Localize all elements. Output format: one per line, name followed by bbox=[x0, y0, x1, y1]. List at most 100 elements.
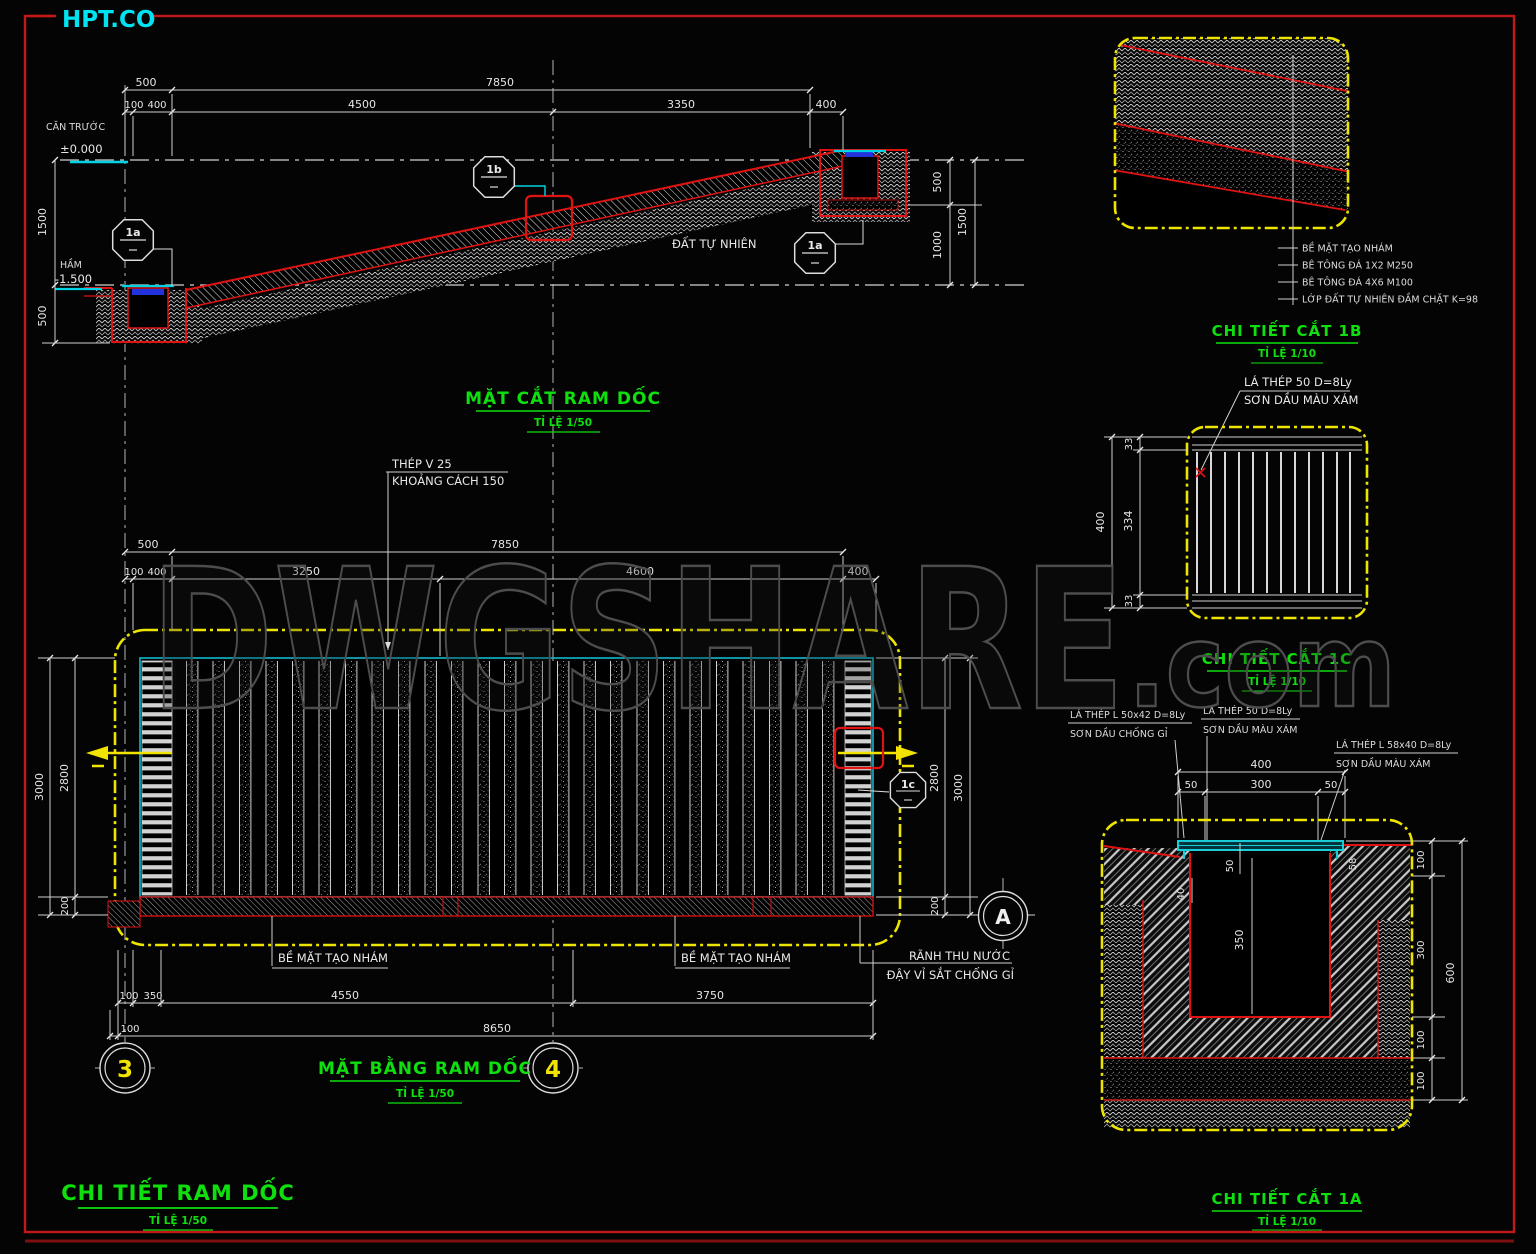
detail-callout-box-1c bbox=[833, 726, 885, 770]
detail-1a-boundary bbox=[1100, 818, 1414, 1132]
svg-text:200: 200 bbox=[930, 896, 941, 915]
svg-text:100: 100 bbox=[124, 567, 143, 578]
svg-text:33: 33 bbox=[1124, 438, 1135, 451]
grid-bubble-A: A bbox=[977, 878, 1029, 955]
left-drain-pit bbox=[84, 284, 187, 343]
drain-label: RÃNH THU NƯỚC ĐẬY VỈ SẮT CHỐNG GỈ bbox=[859, 916, 1015, 982]
grid-label: A bbox=[995, 905, 1011, 929]
grid-lines: 3 4 bbox=[95, 60, 583, 1094]
svg-text:600: 600 bbox=[1444, 963, 1457, 984]
svg-text:100: 100 bbox=[119, 991, 138, 1002]
detail-1c-bars bbox=[1196, 452, 1351, 593]
svg-text:400: 400 bbox=[848, 565, 869, 578]
section-cut-arrow-left bbox=[86, 746, 172, 768]
detail-1a-scale: TỈ LỆ 1/10 bbox=[1258, 1214, 1316, 1228]
svg-text:1c: 1c bbox=[901, 778, 915, 791]
svg-text:500: 500 bbox=[138, 538, 159, 551]
svg-text:33: 33 bbox=[1124, 595, 1135, 608]
section-cut-arrow-right bbox=[838, 746, 918, 768]
svg-text:4600: 4600 bbox=[626, 565, 654, 578]
svg-text:LỚP ĐẤT TỰ NHIÊN ĐẦM CHẶT K=98: LỚP ĐẤT TỰ NHIÊN ĐẦM CHẶT K=98 bbox=[1302, 293, 1478, 306]
plan-dimensions: 500 7850 100 400 3250 4600 400 100 350 4… bbox=[33, 538, 1035, 1040]
svg-text:SƠN DẦU MÀU XÁM: SƠN DẦU MÀU XÁM bbox=[1336, 757, 1431, 770]
section-bubble-1a-right: 1a bbox=[793, 231, 837, 275]
section-scale: TỈ LỆ 1/50 bbox=[534, 415, 592, 429]
svg-text:58: 58 bbox=[1348, 858, 1359, 871]
svg-text:500: 500 bbox=[36, 306, 49, 327]
detail-callout-box-1b bbox=[524, 194, 574, 242]
svg-text:LÁ THÉP L 50x42 D=8Ly: LÁ THÉP L 50x42 D=8Ly bbox=[1070, 709, 1186, 721]
svg-text:BÊ TÔNG ĐÁ 1X2 M250: BÊ TÔNG ĐÁ 1X2 M250 bbox=[1302, 260, 1413, 272]
svg-text:BỀ MẶT TẠO NHÁM: BỀ MẶT TẠO NHÁM bbox=[278, 949, 388, 965]
natural-soil-hatch bbox=[186, 168, 843, 342]
svg-text:400: 400 bbox=[147, 567, 166, 578]
detail-1a: LÁ THÉP L 50x42 D=8Ly SƠN DẦU CHỐNG GỈ L… bbox=[1068, 705, 1468, 1231]
svg-text:1b: 1b bbox=[486, 163, 502, 176]
svg-text:334: 334 bbox=[1122, 511, 1135, 532]
detail-1c: LÁ THÉP 50 D=8Ly SƠN DẦU MÀU XÁM 33 334 … bbox=[1094, 374, 1369, 692]
svg-text:200: 200 bbox=[60, 896, 71, 915]
svg-text:400: 400 bbox=[1094, 512, 1107, 533]
watermark: DWGSHARE .com bbox=[149, 526, 1398, 756]
detail-1b-notes: BỀ MẶT TẠO NHÁM BÊ TÔNG ĐÁ 1X2 M250 BÊ T… bbox=[1278, 242, 1478, 306]
svg-text:300: 300 bbox=[1416, 940, 1427, 959]
svg-text:LÁ THÉP L 58x40 D=8Ly: LÁ THÉP L 58x40 D=8Ly bbox=[1336, 739, 1452, 751]
sheet-border: HPT.CO bbox=[23, 4, 1516, 1243]
svg-text:1a: 1a bbox=[125, 226, 140, 239]
rough-surface-band bbox=[139, 896, 874, 917]
grid-label: 4 bbox=[545, 1057, 561, 1083]
section-view: 1b 1a 1a CĂN TRƯỚC ±0.000 HẦM -1.500 ĐẤT… bbox=[36, 76, 1030, 433]
svg-text:THÉP V 25: THÉP V 25 bbox=[391, 456, 452, 471]
svg-text:40: 40 bbox=[1176, 888, 1187, 901]
plan-bubble-1c: 1c bbox=[889, 771, 927, 809]
svg-text:2800: 2800 bbox=[58, 764, 71, 792]
svg-text:BỀ MẶT TẠO NHÁM: BỀ MẶT TẠO NHÁM bbox=[1302, 242, 1393, 255]
front-level-label: CĂN TRƯỚC bbox=[46, 121, 105, 133]
svg-text:3000: 3000 bbox=[952, 774, 965, 802]
rebar-note: THÉP V 25 KHOẢNG CÁCH 150 bbox=[385, 456, 508, 650]
svg-text:50: 50 bbox=[1225, 860, 1236, 873]
rough-surface-label-2: BỀ MẶT TẠO NHÁM bbox=[674, 916, 791, 969]
natural-soil-label: ĐẤT TỰ NHIÊN bbox=[672, 235, 757, 251]
ramp-slab bbox=[186, 150, 843, 308]
svg-text:SƠN DẦU CHỐNG GỈ: SƠN DẦU CHỐNG GỈ bbox=[1070, 727, 1168, 740]
detail-1a-callout-2: LÁ THÉP 50 D=8Ly SƠN DẦU MÀU XÁM bbox=[1201, 705, 1300, 847]
drain-grate-right bbox=[844, 660, 872, 896]
plan-view: 1c THÉP V 25 KHOẢNG CÁCH 150 BỀ MẶT TẠO … bbox=[33, 456, 1035, 1104]
basement-label: HẦM bbox=[60, 258, 82, 271]
svg-text:3750: 3750 bbox=[696, 989, 724, 1002]
detail-1a-title: CHI TIẾT CẮT 1A bbox=[1212, 1187, 1363, 1208]
detail-1a-right-dims: 100 300 100 100 600 bbox=[1346, 837, 1468, 1104]
svg-text:SƠN DẦU MÀU XÁM: SƠN DẦU MÀU XÁM bbox=[1244, 391, 1358, 407]
svg-text:BỀ MẶT TẠO NHÁM: BỀ MẶT TẠO NHÁM bbox=[681, 949, 791, 965]
detail-1c-callout: LÁ THÉP 50 D=8Ly SƠN DẦU MÀU XÁM bbox=[1200, 374, 1358, 471]
detail-1a-body bbox=[1103, 840, 1412, 1128]
section-bubble-1a-left: 1a bbox=[111, 218, 155, 262]
svg-text:1500: 1500 bbox=[36, 208, 49, 236]
svg-text:BÊ TÔNG ĐÁ 4X6 M100: BÊ TÔNG ĐÁ 4X6 M100 bbox=[1302, 277, 1413, 289]
detail-1c-scale: TỈ LỆ 1/10 bbox=[1248, 674, 1306, 688]
sheet-scale: TỈ LỆ 1/50 bbox=[149, 1213, 207, 1227]
weld-marker bbox=[1195, 467, 1206, 478]
svg-text:1000: 1000 bbox=[931, 231, 944, 259]
section-bubble-1b: 1b bbox=[472, 155, 516, 199]
svg-text:3250: 3250 bbox=[292, 565, 320, 578]
svg-text:100: 100 bbox=[1416, 1030, 1427, 1049]
detail-1c-dimensions: 33 334 33 400 bbox=[1094, 433, 1187, 612]
basement-level-label: -1.500 bbox=[55, 272, 92, 286]
detail-1b: BỀ MẶT TẠO NHÁM BÊ TÔNG ĐÁ 1X2 M250 BÊ T… bbox=[1113, 36, 1478, 364]
svg-text:ĐẬY VỈ SẮT CHỐNG GỈ: ĐẬY VỈ SẮT CHỐNG GỈ bbox=[887, 966, 1015, 982]
detail-1a-callout-1: LÁ THÉP L 50x42 D=8Ly SƠN DẦU CHỐNG GỈ bbox=[1068, 709, 1192, 839]
grid-label: 3 bbox=[117, 1057, 133, 1083]
svg-text:7850: 7850 bbox=[491, 538, 519, 551]
svg-text:50: 50 bbox=[1325, 780, 1338, 791]
section-title: MẶT CẮT RAM DỐC bbox=[465, 385, 661, 409]
drain-grate-left bbox=[141, 660, 173, 896]
sheet-title-block: CHI TIẾT RAM DỐC TỈ LỆ 1/50 bbox=[61, 1177, 294, 1231]
svg-text:1a: 1a bbox=[807, 239, 822, 252]
detail-1c-title: CHI TIẾT CẮT 1C bbox=[1202, 647, 1352, 668]
svg-text:300: 300 bbox=[1251, 778, 1272, 791]
detail-1a-inner-dims: 50 40 58 350 bbox=[1176, 843, 1359, 1014]
svg-text:500: 500 bbox=[136, 76, 157, 89]
section-dimensions: 500 7850 100 400 4500 3350 400 1500 500 … bbox=[36, 76, 982, 347]
